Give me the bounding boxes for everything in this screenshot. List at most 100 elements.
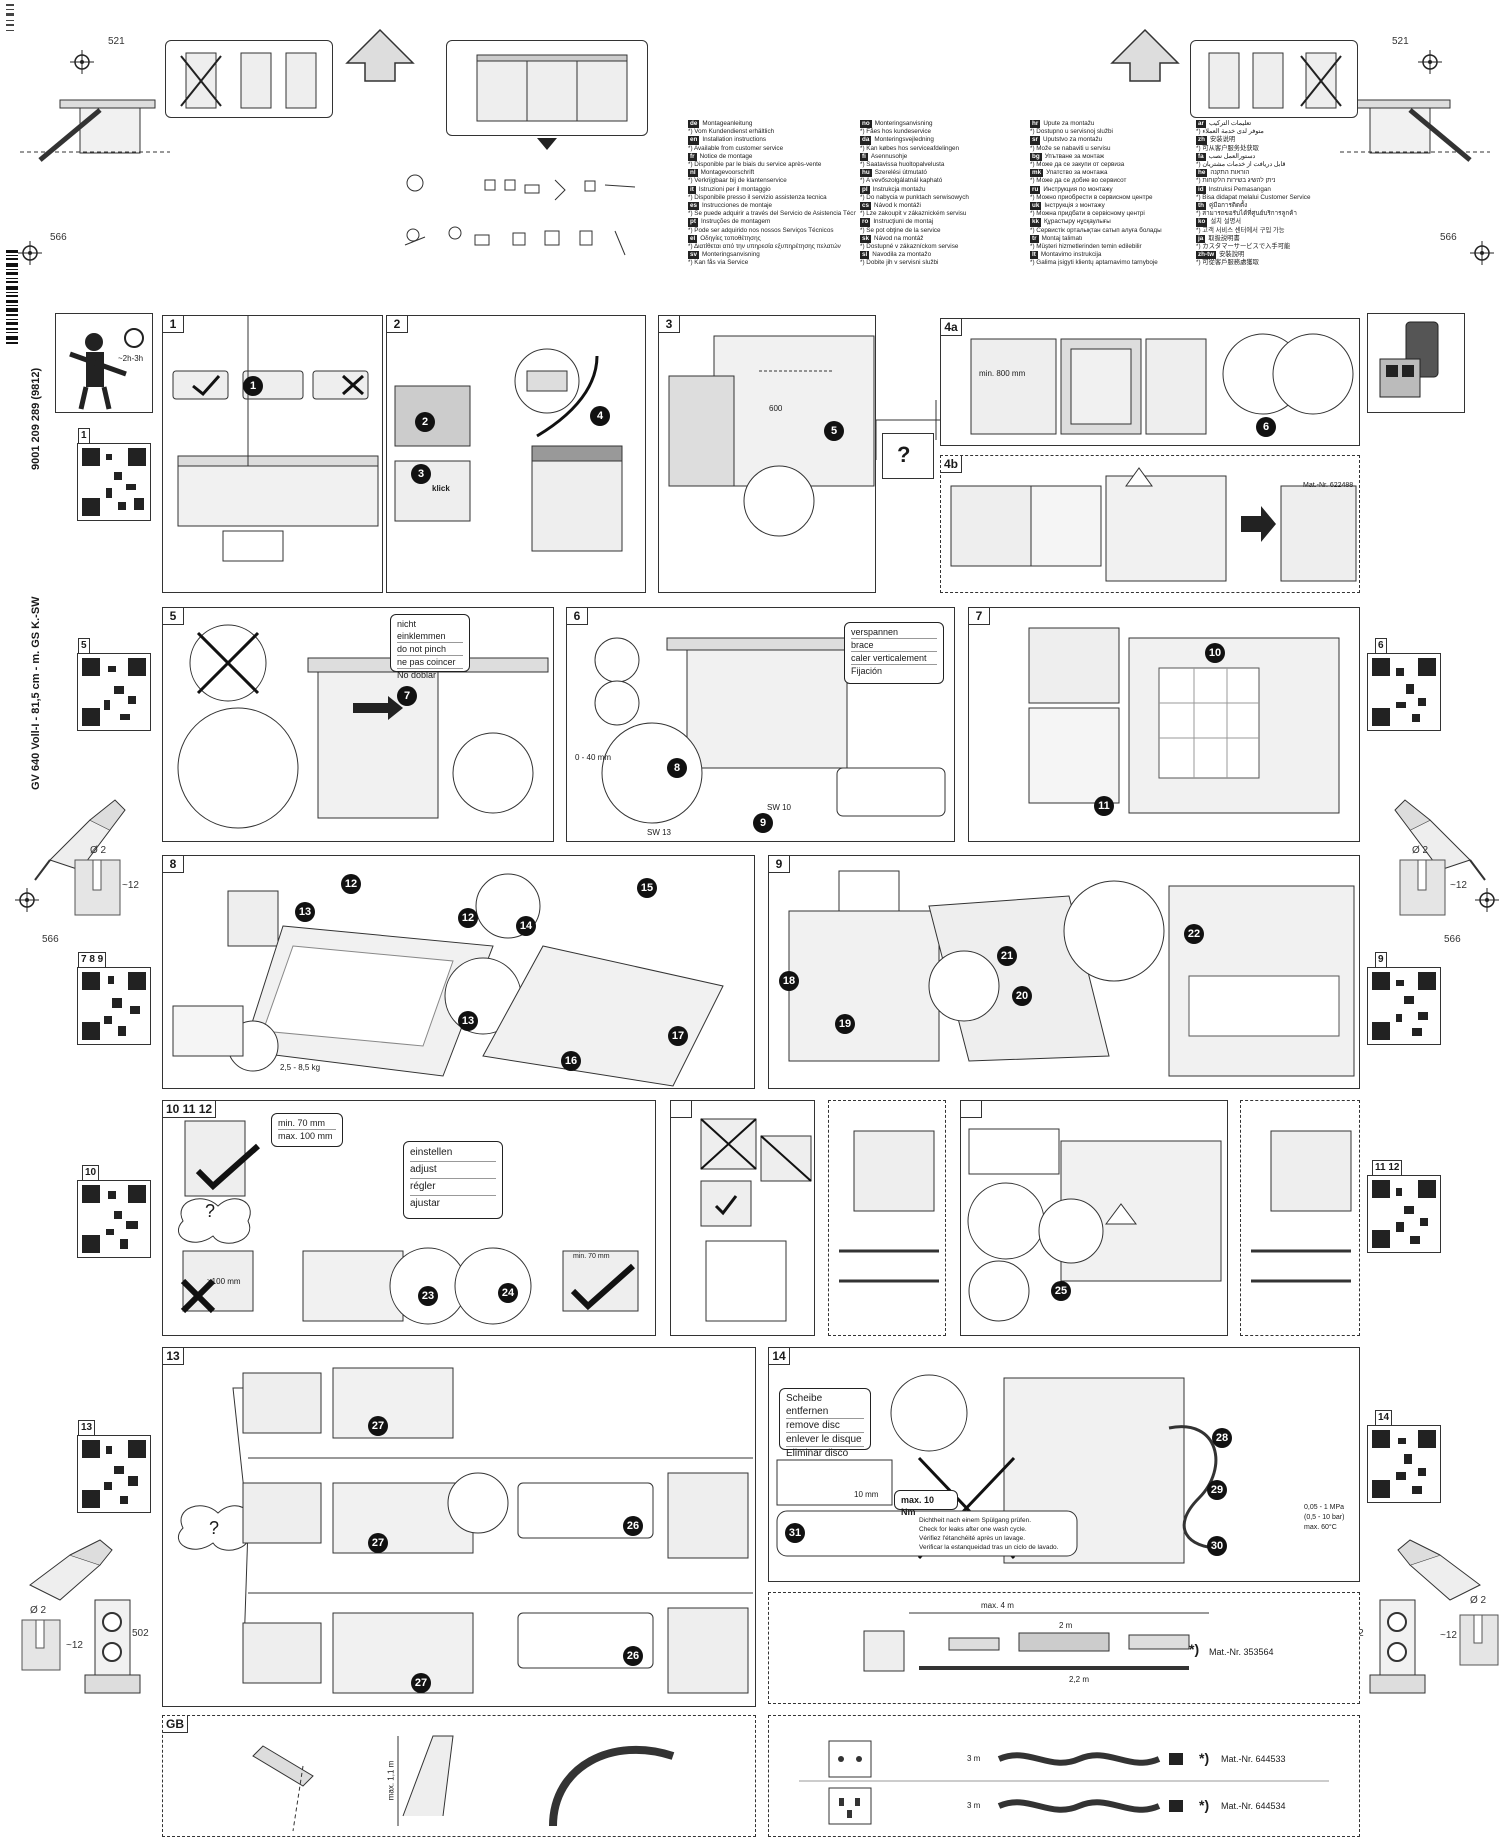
language-text: *) 고객 서비스 센터에서 구입 가능 — [1196, 226, 1285, 234]
pressure-2: (0,5 - 10 bar) — [1304, 1514, 1345, 1521]
brace-text-fr: caler verticalement — [851, 652, 937, 665]
phone-scan-box — [1367, 313, 1465, 413]
qr-code[interactable] — [1367, 1425, 1441, 1503]
pressure-3: max. 60°C — [1304, 1524, 1337, 1531]
asterisk-mark: *) — [1189, 1641, 1200, 1657]
decision-bracket — [875, 400, 946, 460]
question-box: ? — [882, 433, 934, 479]
language-text: Installation instructions — [702, 136, 767, 144]
language-text: Montavimo instrukcija — [1040, 251, 1102, 259]
language-code: lt — [1030, 251, 1038, 260]
step-badge: 7 — [397, 686, 417, 706]
dim-bottom-left: 502 — [132, 1628, 149, 1639]
language-text: *) Pode ser adquirido nos nossos Serviço… — [688, 226, 834, 234]
dim-top-right: 521 — [1392, 36, 1409, 47]
panel-step-4b: 4b Mat.-Nr. 622488 — [940, 455, 1360, 593]
drill-hole-diagram — [74, 859, 121, 916]
language-code: mk — [1030, 169, 1044, 178]
language-row: *) สามารถขอรับได้ที่ศูนย์บริการลูกค้า — [1196, 210, 1356, 218]
qr-code[interactable] — [77, 1180, 151, 1258]
language-row: *) Se puede adquirir a través del Servic… — [688, 210, 856, 218]
qr-code[interactable] — [1367, 653, 1441, 731]
panel-number: 6 — [567, 608, 588, 625]
panel-step-10-12: 10 11 12 ? min. 70 mm max. 100 mm einste… — [162, 1100, 656, 1336]
step-badge: 27 — [368, 1416, 388, 1436]
step-badge: 9 — [753, 813, 773, 833]
language-code: tr — [1030, 234, 1039, 244]
pinch-text-es: No doblar — [397, 670, 437, 680]
panel-number: 10 11 12 — [163, 1101, 217, 1118]
language-row: *) Müşteri hizmetlerinden temin edilebil… — [1030, 243, 1195, 251]
language-text: Montaj talimatı — [1041, 234, 1083, 242]
language-code: pt — [688, 218, 698, 227]
qr-code[interactable] — [1367, 967, 1441, 1045]
qr-code[interactable] — [77, 1435, 151, 1513]
language-text: *) Saatavissa huoltopalvelusta — [860, 161, 945, 169]
panel-number: 4b — [941, 456, 963, 473]
adjust-text-es: ajustar — [410, 1198, 441, 1209]
panel-step-6: 6 verspannen brace caler verticalement F… — [566, 607, 955, 842]
qr-code[interactable] — [77, 653, 151, 731]
leak-text-fr: Vérifiez l'étanchéité après un lavage. — [919, 1535, 1026, 1542]
too-large-label: >100 mm — [207, 1277, 241, 1286]
language-text: *) Se puede adquirir a través del Servic… — [688, 210, 856, 218]
language-row: *) Διατίθεται από την υπηρεσία εξυπηρέτη… — [688, 243, 856, 251]
qr-label: 5 — [78, 638, 90, 654]
disc-text-de: Scheibe entfernen — [786, 1392, 864, 1419]
panel-step-9: 9 18 19 20 21 22 — [768, 855, 1360, 1089]
tools-time-box: ~2h-3h — [55, 313, 153, 413]
language-text: 安装说明 — [1210, 136, 1236, 144]
language-row: *) Bisa didapat melalui Customer Service — [1196, 194, 1356, 202]
language-text: *) 可從客戶服務處獲取 — [1196, 259, 1259, 267]
min-800-label: min. 800 mm — [979, 369, 1026, 378]
drill-icon — [1394, 799, 1486, 881]
panel-number: 3 — [659, 316, 680, 333]
dim-low-right: 566 — [1444, 934, 1461, 945]
qr-code[interactable] — [77, 443, 151, 521]
document-model: GV 640 Voll-I - 81,5 cm - m. GS K.-SW — [30, 596, 42, 790]
qr-code[interactable] — [1367, 1175, 1441, 1253]
step-badge: 20 — [1012, 986, 1032, 1006]
step-badge: 25 — [1051, 1281, 1071, 1301]
document-code: 9001 209 289 (9812) — [30, 367, 42, 470]
pinch-text-fr: ne pas coincer — [397, 656, 463, 669]
hose-max-length: max. 4 m — [981, 1601, 1014, 1610]
brace-text-es: Fijación — [851, 666, 883, 676]
step-badge: 23 — [418, 1286, 438, 1306]
adjust-text-fr: régler — [410, 1179, 496, 1196]
language-row: *) Fåes hos kundeservice — [860, 128, 1028, 136]
language-text: *) Може да се добие во сервисот — [1030, 177, 1127, 185]
language-code: no — [860, 120, 872, 129]
language-row: *) Dostupno u servisnoj službi — [1030, 128, 1195, 136]
drill-depth-left: ~12 — [122, 880, 139, 891]
qr-label: 6 — [1375, 638, 1387, 654]
step-badge: 19 — [835, 1014, 855, 1034]
language-text: *) Kan fås via Service — [688, 259, 749, 267]
step-badge: 21 — [997, 946, 1017, 966]
language-code: el — [688, 234, 698, 244]
language-row: *) Dobite jih v servisni službi — [860, 259, 1028, 267]
language-text: Asennusohje — [870, 152, 908, 160]
language-code: fr — [688, 152, 697, 162]
drill-depth-bottom-right: ~12 — [1440, 1630, 1457, 1641]
language-code: ro — [860, 218, 871, 227]
side-barcode — [6, 250, 18, 344]
step-badge: 4 — [590, 406, 610, 426]
time-estimate: ~2h-3h — [118, 354, 144, 363]
language-text: Οδηγίες τοποθέτησης — [700, 234, 761, 242]
panel-step-8: 8 12 13 12 13 14 15 16 17 2,5 - 8,5 kg — [162, 855, 755, 1089]
language-code: sk — [860, 234, 872, 244]
step-badge: 3 — [411, 464, 431, 484]
language-code: ja — [1196, 234, 1206, 244]
qr-code[interactable] — [77, 967, 151, 1045]
